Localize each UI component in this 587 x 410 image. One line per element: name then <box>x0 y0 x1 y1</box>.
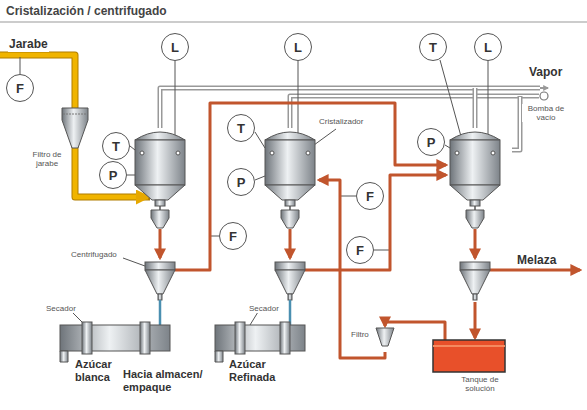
instrument-circle: L <box>284 33 312 61</box>
label-text: Jarabe <box>8 38 49 52</box>
instrument-letter: T <box>429 41 437 54</box>
instrument-circle: P <box>99 161 127 189</box>
instrument-circle: L <box>161 33 189 61</box>
label-text: Hacia almacen/ empaque <box>122 368 226 393</box>
instrument-letter: F <box>229 230 237 243</box>
instrument-letter: P <box>109 169 118 182</box>
instrument-letter: L <box>294 41 302 54</box>
label-text: Centrifugado <box>70 250 118 259</box>
label-text: Melaza <box>516 254 557 268</box>
diagram-title: Cristalización / centrifugado <box>6 4 167 18</box>
instrument-letter: F <box>16 82 24 95</box>
instrument-circle: T <box>419 33 447 61</box>
instrument-circle: T <box>227 114 255 142</box>
label-text: Tanque de solución <box>449 375 511 393</box>
label-text: Filtro <box>350 330 370 339</box>
label-text: Cristalizador <box>318 117 364 126</box>
instrument-circle: P <box>227 168 255 196</box>
label-text: Secador <box>45 304 77 313</box>
instrument-letter: F <box>356 244 364 257</box>
label-text: Filtro de jarabe <box>26 150 68 168</box>
instrument-circle: L <box>474 33 502 61</box>
instrument-circle: F <box>356 182 384 210</box>
instrument-letter: F <box>366 190 374 203</box>
instrument-circle: F <box>346 236 374 264</box>
instrument-letter: L <box>484 41 492 54</box>
instrument-letter: T <box>112 140 120 153</box>
instrument-circle: F <box>219 222 247 250</box>
label-text: Bomba de vacío <box>522 104 570 122</box>
instrument-letter: P <box>427 136 436 149</box>
instrument-circle: F <box>6 74 34 102</box>
instrument-circle: T <box>102 132 130 160</box>
instrument-letter: L <box>171 41 179 54</box>
label-text: Vapor <box>528 66 563 80</box>
instrument-circle: P <box>417 128 445 156</box>
label-text: Azúcar Refinada <box>228 358 296 383</box>
instrument-letter: P <box>237 176 246 189</box>
label-text: Azúcar blanca <box>74 358 126 383</box>
label-text: Secador <box>248 304 280 313</box>
instrument-letter: T <box>237 122 245 135</box>
